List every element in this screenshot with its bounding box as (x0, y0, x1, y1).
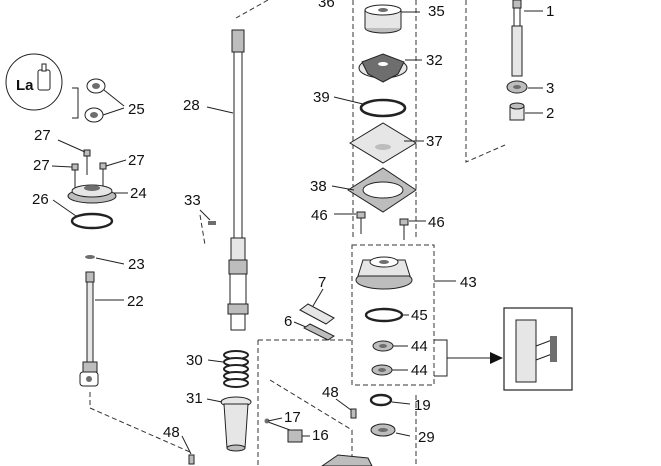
shaft-22-part (79, 271, 99, 387)
bolt-48-part (188, 454, 195, 465)
part-label-3: 3 (546, 80, 554, 97)
part-label-16: 16 (312, 427, 329, 444)
pin-33-part (208, 221, 216, 225)
part-label-1: 1 (546, 3, 554, 20)
bolt-46-part (356, 211, 366, 234)
part-labels: 36 35 1 32 3 25 28 39 2 37 27 27 27 24 3… (32, 0, 554, 446)
circlip-23-part (85, 255, 95, 259)
part-label-22: 22 (127, 293, 144, 310)
part-label-19: 19 (414, 397, 431, 414)
sleeve-31-part (220, 396, 252, 452)
part-label-31: 31 (186, 390, 203, 407)
part-label-28: 28 (183, 97, 200, 114)
part-label-48: 48 (163, 424, 180, 441)
impeller-32-part (358, 53, 408, 83)
grease-tube-icon (37, 63, 51, 91)
part-label-32: 32 (426, 52, 443, 69)
oil-seal-part (86, 78, 106, 94)
part-label-29: 29 (418, 429, 435, 446)
part-label-48: 48 (322, 384, 339, 401)
part-label-24: 24 (130, 185, 147, 202)
part-label-43: 43 (460, 274, 477, 291)
bearing-29-part (370, 423, 396, 437)
part-label-27: 27 (34, 127, 51, 144)
part-label-36: 36 (318, 0, 335, 11)
pump-housing-part (355, 256, 413, 290)
part-label-45: 45 (411, 307, 428, 324)
o-ring-19-part (369, 393, 393, 407)
part-label-38: 38 (310, 178, 327, 195)
bottom-part (321, 454, 373, 466)
plate-7-part (299, 303, 335, 325)
oil-seal-part (84, 107, 104, 123)
bracket-16-part (287, 429, 303, 443)
part-label-44: 44 (411, 362, 428, 379)
pump-cup-35-part (364, 4, 402, 34)
bolt-27-part (83, 149, 91, 175)
bearing-inset-icon (503, 307, 573, 391)
o-ring-26-part (70, 212, 114, 230)
part-label-25: 25 (128, 101, 145, 118)
part-label-2: 2 (546, 105, 554, 122)
screw-17-part (264, 418, 291, 431)
bushing-2-part (509, 102, 525, 121)
housing-24-part (67, 184, 117, 204)
bolt-27-part (99, 162, 107, 186)
grease-badge: La (5, 53, 63, 111)
spring-30-part (223, 350, 249, 388)
part-label-30: 30 (186, 352, 203, 369)
bolt-27-part (71, 163, 79, 188)
part-label-23: 23 (128, 256, 145, 273)
bearing-44-part (371, 364, 393, 376)
part-label-35: 35 (428, 3, 445, 20)
assembly-outlines (89, 0, 506, 466)
part-label-33: 33 (184, 192, 201, 209)
drive-shaft-28-part (227, 29, 249, 331)
part-label-46: 46 (428, 214, 445, 231)
assembly-43-box (351, 244, 435, 386)
badge-text: La (16, 77, 34, 94)
part-label-7: 7 (318, 274, 326, 291)
part-label-27: 27 (128, 152, 145, 169)
washer-3-part (506, 80, 528, 94)
part-label-37: 37 (426, 133, 443, 150)
bearing-44-part (372, 340, 394, 352)
plate-37-part (349, 122, 417, 164)
part-label-6: 6 (284, 313, 292, 330)
part-label-39: 39 (313, 89, 330, 106)
plate-6-part (303, 323, 335, 341)
part-label-44: 44 (411, 338, 428, 355)
gasket-38-part (347, 167, 417, 213)
part-label-46: 46 (311, 207, 328, 224)
part-label-26: 26 (32, 191, 49, 208)
bolt-46-part (399, 218, 409, 240)
part-label-27: 27 (33, 157, 50, 174)
o-ring-45-part (364, 307, 404, 323)
shaft-1-part (511, 0, 523, 77)
part-label-17: 17 (284, 409, 301, 426)
o-ring-39-part (359, 98, 407, 118)
bolt-48-part (350, 408, 357, 419)
